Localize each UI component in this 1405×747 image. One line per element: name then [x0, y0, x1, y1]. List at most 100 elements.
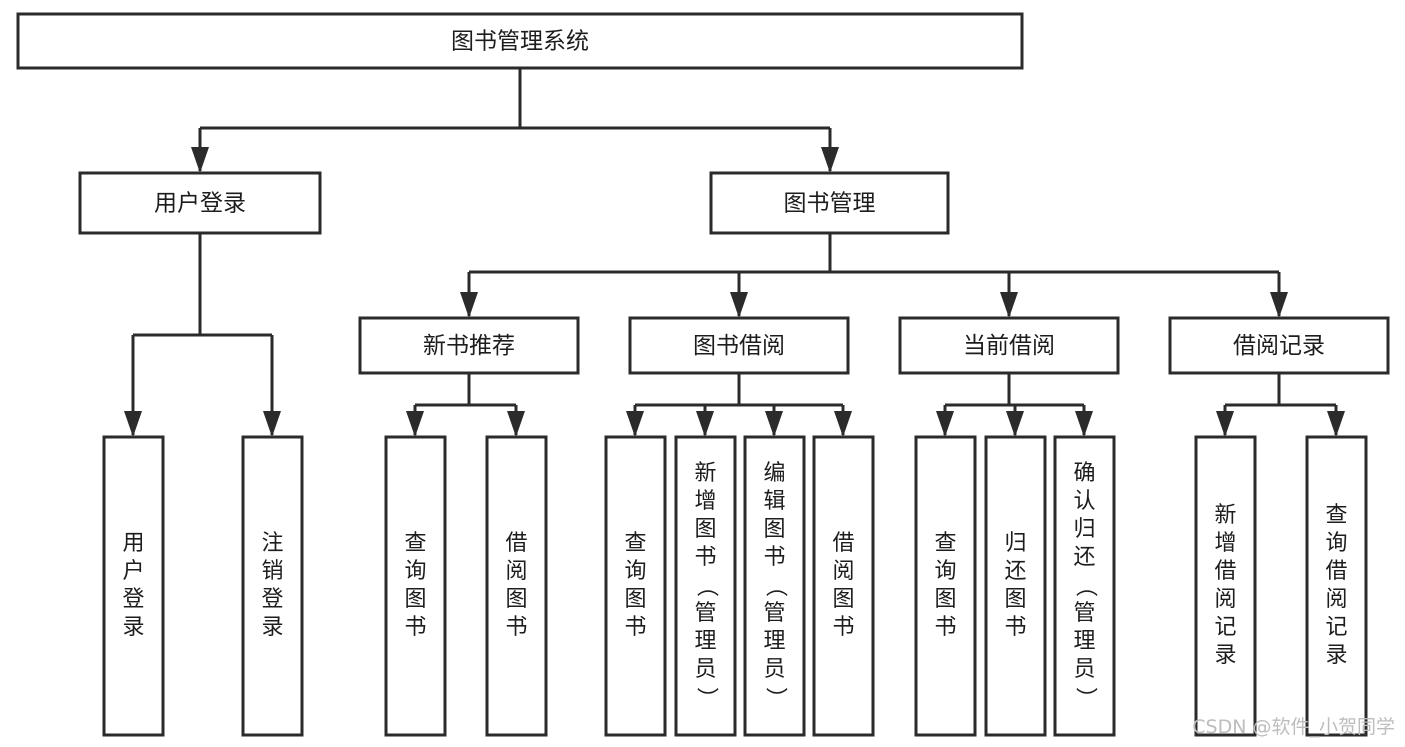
node-leaf-confirm-return-admin-label-char: ）	[1073, 687, 1098, 709]
node-leaf-query-borrow-record-box[interactable]	[1305, 435, 1368, 737]
node-leaf-confirm-return-admin-label-char: 还	[1073, 545, 1095, 570]
arrow-down-icon	[626, 411, 644, 437]
node-leaf-query-borrow-record-label-char: 询	[1325, 531, 1347, 556]
node-leaf-query-book-1-label-char: 查	[404, 531, 426, 556]
node-borrow-record-box[interactable]	[1168, 316, 1390, 375]
node-book-manage-label: 图书管理	[784, 191, 876, 217]
node-user-login-box[interactable]	[78, 171, 322, 235]
node-leaf-logout-login-label-char: 录	[261, 615, 283, 640]
node-leaf-return-book-box[interactable]	[984, 435, 1047, 737]
node-leaf-logout-login-label-char: 销	[261, 559, 283, 584]
node-leaf-borrow-book-1-box[interactable]	[485, 435, 548, 737]
node-leaf-add-book-admin-label-char: 理	[694, 629, 716, 654]
node-new-book-recommend-box[interactable]	[358, 316, 580, 375]
node-root-system-box[interactable]	[16, 12, 1024, 70]
node-root-system[interactable]: 图书管理系统	[16, 12, 1024, 70]
node-leaf-user-login-label-char: 用	[122, 531, 144, 556]
node-leaf-query-book-1-label-char: 书	[404, 615, 426, 640]
node-leaf-add-book-admin-label-char: ）	[694, 687, 719, 709]
node-leaf-add-book-admin-box[interactable]	[674, 435, 737, 737]
node-book-borrow[interactable]: 图书借阅	[628, 316, 850, 375]
node-leaf-edit-book-admin-box[interactable]	[743, 435, 806, 737]
node-leaf-query-book-2-label-char: 询	[624, 559, 646, 584]
node-leaf-add-book-admin-label-char: 员	[694, 657, 716, 682]
node-leaf-query-book-1-label-char: 图	[404, 587, 426, 612]
node-leaf-confirm-return-admin-label-char: 员	[1073, 657, 1095, 682]
node-leaf-add-borrow-record-label-char: 借	[1214, 559, 1236, 584]
node-leaf-add-borrow-record-box[interactable]	[1194, 435, 1257, 737]
node-leaf-borrow-book-2-label-char: 借	[832, 531, 854, 556]
node-leaf-borrow-book-2-label-char: 图	[832, 587, 854, 612]
node-current-borrow-box[interactable]	[898, 316, 1120, 375]
node-leaf-return-book-label-char: 还	[1004, 559, 1026, 584]
node-leaf-return-book-label-char: 图	[1004, 587, 1026, 612]
node-book-manage-box[interactable]	[709, 171, 950, 235]
node-leaf-borrow-book-2-label-char: 阅	[832, 559, 854, 584]
node-leaf-confirm-return-admin-label-char: 认	[1073, 489, 1095, 514]
node-leaf-confirm-return-admin-box[interactable]	[1053, 435, 1116, 737]
node-leaf-query-book-3-label-char: 图	[934, 587, 956, 612]
node-leaf-edit-book-admin-label-char: ）	[763, 687, 788, 709]
arrow-down-icon	[730, 292, 748, 318]
node-leaf-borrow-book-2-label-char: 书	[832, 615, 854, 640]
node-leaf-confirm-return-admin-label-char: 管	[1073, 601, 1095, 626]
node-leaf-add-book-admin-label-char: （	[694, 575, 719, 597]
node-leaf-borrow-book-1-label-char: 图	[505, 587, 527, 612]
arrow-down-icon	[765, 411, 783, 437]
node-leaf-query-borrow-record-label-char: 借	[1325, 559, 1347, 584]
node-leaf-query-book-2-box[interactable]	[604, 435, 667, 737]
node-leaf-add-borrow-record-label-char: 录	[1214, 643, 1236, 668]
node-leaf-query-book-1-box[interactable]	[384, 435, 447, 737]
node-layer: 图书管理系统用户登录图书管理新书推荐图书借阅当前借阅借阅记录用户登录注销登录查询…	[16, 12, 1390, 737]
node-book-manage[interactable]: 图书管理	[709, 171, 950, 235]
watermark-layer: CSDN @软件_小贺同学	[1192, 716, 1395, 738]
node-current-borrow[interactable]: 当前借阅	[898, 316, 1120, 375]
node-leaf-logout-login-box[interactable]	[241, 435, 304, 737]
node-new-book-recommend[interactable]: 新书推荐	[358, 316, 580, 375]
node-leaf-query-borrow-record-label-char: 录	[1325, 643, 1347, 668]
node-leaf-edit-book-admin-label-char: （	[763, 575, 788, 597]
node-leaf-user-login[interactable]: 用户登录	[102, 435, 165, 737]
node-leaf-add-borrow-record-label-char: 记	[1214, 615, 1236, 640]
node-leaf-edit-book-admin-label-char: 图	[763, 517, 785, 542]
arrow-down-icon	[936, 411, 954, 437]
node-root-system-label: 图书管理系统	[451, 29, 589, 55]
node-leaf-borrow-book-1-label-char: 借	[505, 531, 527, 556]
node-leaf-borrow-book-1-label-char: 阅	[505, 559, 527, 584]
node-leaf-query-book-3-label-char: 书	[934, 615, 956, 640]
node-leaf-edit-book-admin-label-char: 辑	[763, 489, 785, 514]
node-leaf-add-book-admin-label-char: 新	[694, 461, 716, 486]
node-leaf-confirm-return-admin-label-char: 理	[1073, 629, 1095, 654]
arrow-down-icon	[1216, 411, 1234, 437]
arrow-down-icon	[406, 411, 424, 437]
node-leaf-query-book-3-box[interactable]	[914, 435, 977, 737]
node-new-book-recommend-label: 新书推荐	[423, 333, 515, 359]
node-leaf-confirm-return-admin-label-char: 归	[1073, 517, 1095, 542]
node-book-borrow-box[interactable]	[628, 316, 850, 375]
node-leaf-edit-book-admin-label-char: 书	[763, 545, 785, 570]
node-leaf-user-login-label-char: 户	[122, 559, 144, 584]
node-user-login[interactable]: 用户登录	[78, 171, 322, 235]
node-leaf-edit-book-admin-label-char: 管	[763, 601, 785, 626]
arrow-down-icon	[124, 411, 142, 437]
node-leaf-borrow-book-2-box[interactable]	[812, 435, 875, 737]
node-borrow-record[interactable]: 借阅记录	[1168, 316, 1390, 375]
node-leaf-user-login-box[interactable]	[102, 435, 165, 737]
node-leaf-add-book-admin-label-char: 书	[694, 545, 716, 570]
node-leaf-edit-book-admin-label-char: 编	[763, 461, 785, 486]
node-leaf-add-book-admin-label-char: 管	[694, 601, 716, 626]
